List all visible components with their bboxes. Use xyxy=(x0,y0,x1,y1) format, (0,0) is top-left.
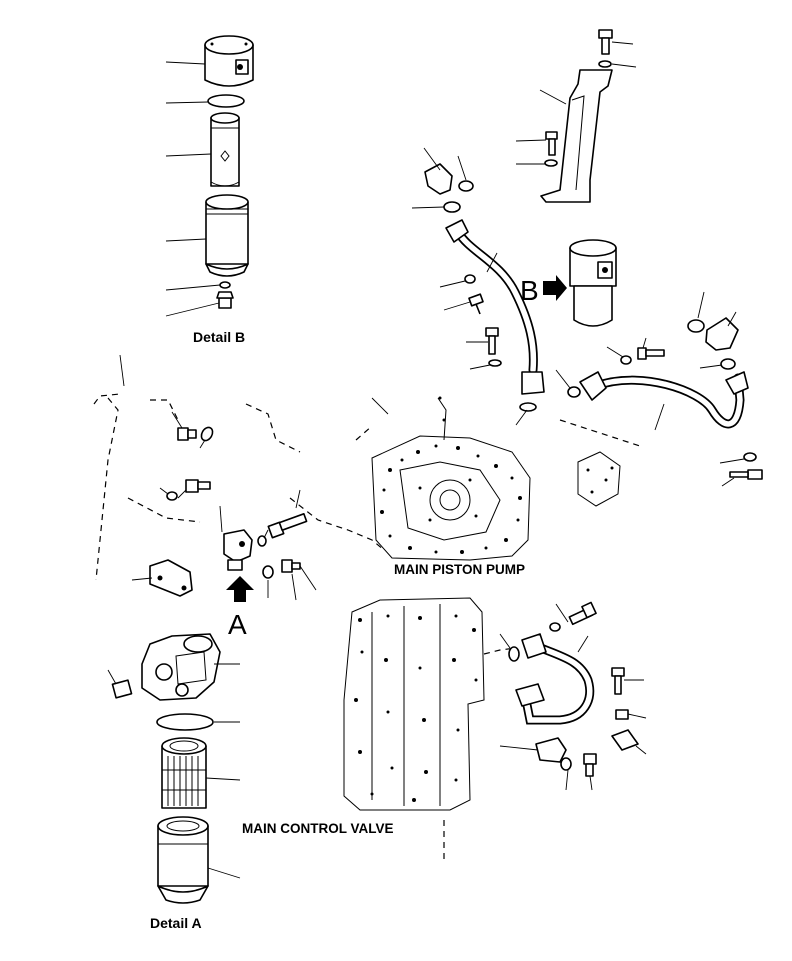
detail-b-filter-bowl xyxy=(205,194,249,277)
detail-b-leader-lines xyxy=(165,61,221,317)
hose-3-fittings xyxy=(499,601,597,662)
hose-2-fittings xyxy=(555,291,739,398)
view-b-letter: B xyxy=(520,275,539,306)
view-a-letter: A xyxy=(228,609,247,640)
detail-a-caption: Detail A xyxy=(150,915,202,931)
view-b-filter xyxy=(569,239,617,327)
detail-a-filter-head xyxy=(141,633,240,701)
detail-b-small-o-ring xyxy=(219,281,231,289)
main-control-valve-label: MAIN CONTROL VALVE xyxy=(242,821,394,836)
arrow-up-icon xyxy=(226,576,254,602)
valve-texture xyxy=(354,614,478,802)
bracket xyxy=(540,69,613,203)
left-bracket-plate xyxy=(131,559,193,597)
detail-a-filter-bowl xyxy=(157,816,241,904)
hose-1-fittings xyxy=(411,147,474,213)
hose-3-bolts xyxy=(499,667,647,791)
bracket-bolt-side xyxy=(515,131,558,167)
hose-1 xyxy=(445,219,545,426)
view-b-callout: B xyxy=(520,239,617,327)
hose-1-bolts xyxy=(439,274,502,370)
main-control-valve-drawing xyxy=(343,597,517,860)
main-piston-pump-drawing xyxy=(355,396,531,561)
small-fitting-cluster xyxy=(262,559,317,601)
detail-a-group: Detail A xyxy=(107,633,241,931)
bracket-group xyxy=(515,29,637,203)
detail-b-group: Detail B xyxy=(165,35,254,345)
main-piston-pump-label: MAIN PISTON PUMP xyxy=(394,562,525,577)
hose-2-bolts xyxy=(719,452,763,487)
hose-2 xyxy=(579,371,749,431)
detail-b-filter-element xyxy=(210,112,240,187)
hose-3 xyxy=(515,633,595,725)
detail-a-filter-element xyxy=(161,737,241,809)
view-a-adapter xyxy=(219,489,308,571)
left-dashed-piping xyxy=(93,354,385,581)
view-a-callout: A xyxy=(226,576,254,640)
pump-right-fragment xyxy=(559,419,641,507)
detail-a-o-ring xyxy=(156,713,214,731)
detail-a-plug xyxy=(107,669,133,699)
detail-b-drain-plug xyxy=(216,291,234,309)
detail-b-filter-head xyxy=(204,35,254,87)
detail-b-caption: Detail B xyxy=(193,329,245,345)
arrow-right-icon xyxy=(543,275,567,301)
left-fittings xyxy=(159,411,214,501)
detail-b-o-ring xyxy=(207,94,245,108)
bracket-bolt-top xyxy=(598,29,637,68)
pump-texture xyxy=(380,444,522,554)
